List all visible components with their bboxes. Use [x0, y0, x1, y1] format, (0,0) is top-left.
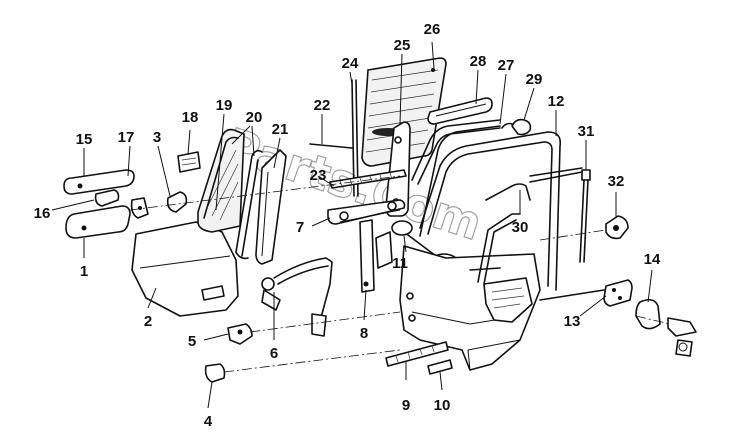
callout-25: 25	[394, 37, 411, 54]
part-regulator-rod	[261, 257, 333, 337]
part-pad-15	[63, 169, 135, 195]
callout-12: 12	[548, 93, 565, 110]
callout-7: 7	[296, 219, 304, 236]
part-clip-3	[166, 191, 188, 213]
part-door-panel	[399, 245, 541, 371]
callout-1: 1	[80, 263, 88, 280]
callout-13: 13	[564, 313, 581, 330]
part-glass-run	[477, 183, 531, 285]
part-latch-plate	[539, 279, 633, 307]
part-clip-29	[511, 118, 532, 136]
callout-10: 10	[434, 397, 451, 414]
part-piece-10	[427, 359, 453, 375]
part-rod-22	[309, 143, 353, 149]
part-trim-21	[255, 149, 287, 265]
callout-19: 19	[216, 97, 233, 114]
part-rod-31	[529, 167, 591, 263]
callout-4: 4	[204, 413, 213, 430]
callout-6: 6	[270, 345, 278, 362]
callout-18: 18	[182, 109, 199, 126]
part-channel-9	[385, 341, 449, 367]
leader-lines	[51, 41, 653, 409]
callout-9: 9	[402, 397, 410, 414]
callout-26: 26	[424, 21, 441, 38]
centerlines	[129, 175, 671, 373]
part-block-4	[204, 363, 226, 383]
callout-14: 14	[644, 251, 661, 268]
callout-29: 29	[526, 71, 543, 88]
callout-24: 24	[342, 55, 359, 72]
callout-11: 11	[392, 255, 408, 272]
callout-labels: 1 2 3 4 5 6 7 8 9 10 11 12 13 14 15 16 1…	[34, 21, 661, 430]
part-bracket-32	[605, 215, 629, 240]
part-pad-1	[65, 205, 131, 239]
part-strip-23	[329, 169, 407, 189]
callout-23: 23	[310, 167, 327, 184]
part-rod-24	[351, 79, 359, 197]
callout-22: 22	[314, 97, 331, 114]
part-bar-8	[359, 219, 393, 293]
part-cap-18	[177, 151, 201, 173]
part-top-seal	[427, 97, 493, 125]
callout-21: 21	[272, 121, 289, 138]
callout-8: 8	[360, 325, 368, 342]
callout-32: 32	[608, 173, 625, 190]
callout-17: 17	[118, 129, 135, 146]
callout-5: 5	[188, 333, 196, 350]
part-quarter-panel	[131, 221, 239, 317]
callout-15: 15	[76, 131, 93, 148]
callout-31: 31	[578, 123, 595, 140]
part-seal-27	[419, 122, 513, 237]
part-handle-14	[635, 298, 697, 357]
callout-16: 16	[34, 205, 51, 222]
part-bracket-16	[130, 197, 149, 219]
part-clip-17	[94, 189, 120, 207]
part-quarter-window	[197, 128, 263, 260]
callout-3: 3	[153, 129, 161, 146]
callout-2: 2	[144, 313, 152, 330]
callout-20: 20	[246, 109, 263, 126]
part-hinge-5	[227, 323, 253, 345]
callout-27: 27	[498, 57, 515, 74]
callout-30: 30	[512, 219, 529, 236]
callout-28: 28	[470, 53, 487, 70]
